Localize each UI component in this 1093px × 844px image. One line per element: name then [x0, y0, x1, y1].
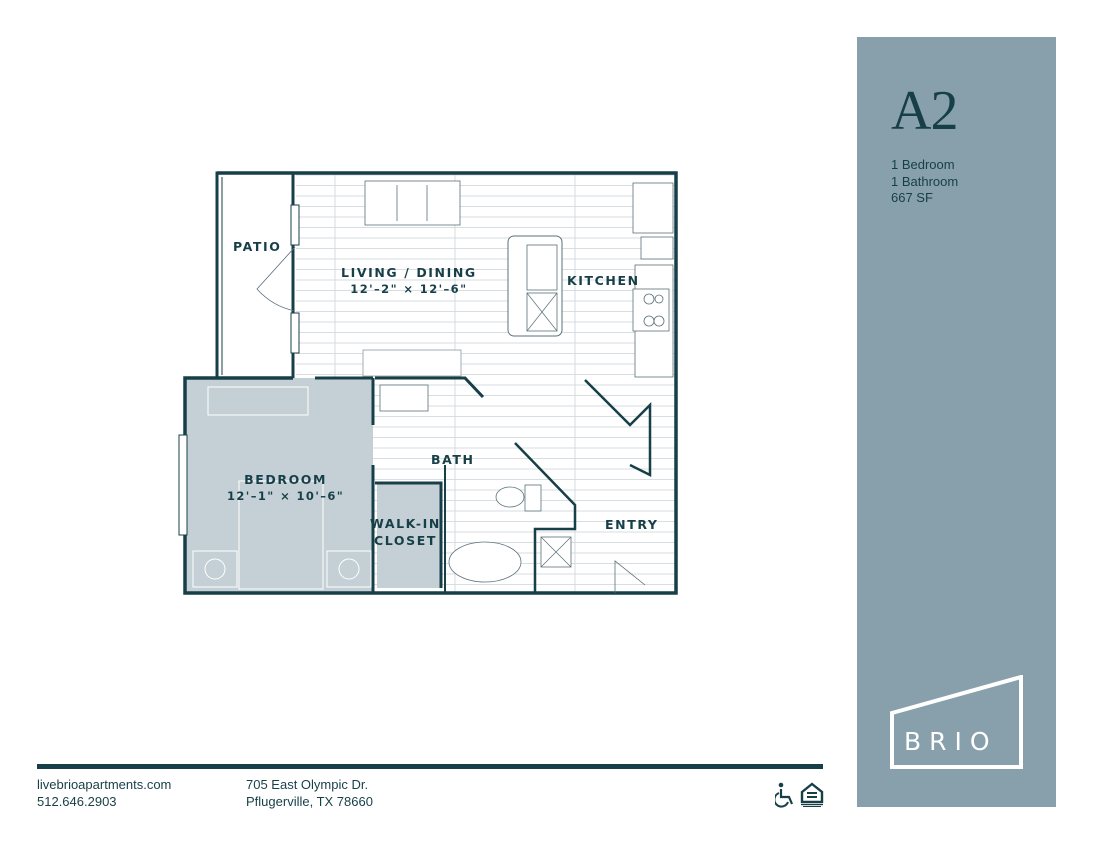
floor-plan-drawing — [178, 171, 678, 595]
room-label-patio: PATIO — [233, 238, 282, 255]
room-label-entry: ENTRY — [605, 516, 659, 533]
phone-number[interactable]: 512.646.2903 — [37, 794, 117, 809]
unit-info-panel: A2 1 Bedroom 1 Bathroom 667 SF BRIO — [857, 37, 1056, 807]
room-name: BATH — [431, 452, 475, 467]
room-dimensions: 12'–2" × 12'–6" — [350, 282, 468, 296]
unit-bedrooms: 1 Bedroom — [891, 157, 955, 172]
footer-icons — [775, 782, 825, 808]
accessibility-icon — [775, 782, 794, 808]
footer-address: 705 East Olympic Dr. Pflugerville, TX 78… — [246, 776, 373, 810]
room-label-bath: BATH — [431, 451, 475, 468]
brio-logo: BRIO — [890, 675, 1024, 770]
room-label-kitchen: KITCHEN — [567, 272, 640, 289]
room-name: ENTRY — [605, 517, 659, 532]
room-name: BEDROOM — [244, 472, 328, 487]
footer-divider — [37, 764, 823, 769]
room-label-bedroom: BEDROOM 12'–1" × 10'–6" — [227, 471, 344, 505]
unit-bathrooms: 1 Bathroom — [891, 173, 959, 189]
floor-plan: PATIO LIVING / DINING 12'–2" × 12'–6" KI… — [175, 165, 685, 605]
room-name: KITCHEN — [567, 273, 640, 288]
unit-specs: 1 Bedroom 1 Bathroom 667 SF — [891, 157, 958, 207]
footer-contact: livebrioapartments.com 512.646.2903 — [37, 776, 171, 810]
room-dimensions: 12'–1" × 10'–6" — [227, 489, 345, 503]
room-name: PATIO — [233, 239, 282, 254]
website-link[interactable]: livebrioapartments.com — [37, 777, 172, 792]
room-name: LIVING / DINING — [341, 265, 477, 280]
equal-housing-opportunity-icon — [800, 782, 824, 807]
address-line2: Pflugerville, TX 78660 — [246, 794, 373, 809]
room-label-living-dining: LIVING / DINING 12'–2" × 12'–6" — [341, 264, 477, 298]
unit-name: A2 — [891, 80, 958, 142]
logo-house-outline-icon — [890, 675, 1023, 769]
logo-text: BRIO — [904, 727, 998, 756]
room-name-line2: CLOSET — [373, 533, 437, 548]
room-label-walk-in-closet: WALK-IN CLOSET — [370, 515, 441, 549]
room-name: WALK-IN — [370, 516, 441, 531]
unit-area: 667 SF — [891, 190, 933, 205]
address-line1: 705 East Olympic Dr. — [246, 777, 369, 792]
